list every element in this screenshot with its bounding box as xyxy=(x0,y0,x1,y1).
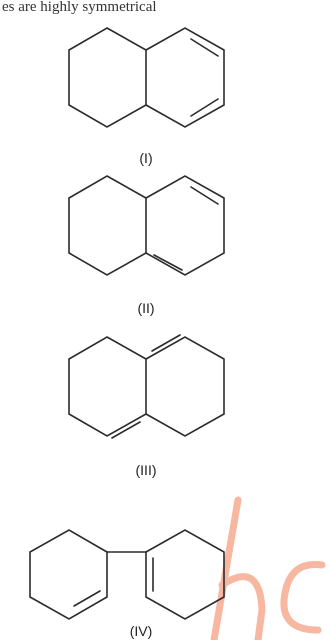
structure-i: (I) xyxy=(68,27,225,166)
ring-ii-right xyxy=(145,175,225,276)
double-bond-ii-fusion xyxy=(153,254,183,271)
ring-iv-right xyxy=(145,529,225,620)
double-bond-ii-top xyxy=(190,186,219,205)
structure-ii: (II) xyxy=(68,175,225,316)
ring-iii-left xyxy=(68,336,147,437)
ring-i-right xyxy=(145,27,225,128)
watermark xyxy=(210,496,326,640)
structure-iv: (IV) xyxy=(29,529,225,639)
double-bond-i-bottom xyxy=(190,98,219,117)
double-bond-iii-bottom xyxy=(111,421,141,439)
label-i: (I) xyxy=(139,150,152,166)
ring-iv-left xyxy=(29,529,108,620)
label-ii: (II) xyxy=(137,300,154,316)
ring-ii-left xyxy=(68,175,147,276)
label-iv: (IV) xyxy=(130,623,153,639)
header-fragment: es are highly symmetrical xyxy=(2,0,157,15)
label-iii: (III) xyxy=(136,462,157,478)
double-bond-iv-left xyxy=(73,590,101,607)
structure-iii: (III) xyxy=(68,334,225,478)
double-bond-i-top xyxy=(190,38,219,57)
ring-iii-right xyxy=(145,336,225,437)
ring-i-left xyxy=(68,27,147,128)
double-bond-iii-top xyxy=(151,334,181,352)
